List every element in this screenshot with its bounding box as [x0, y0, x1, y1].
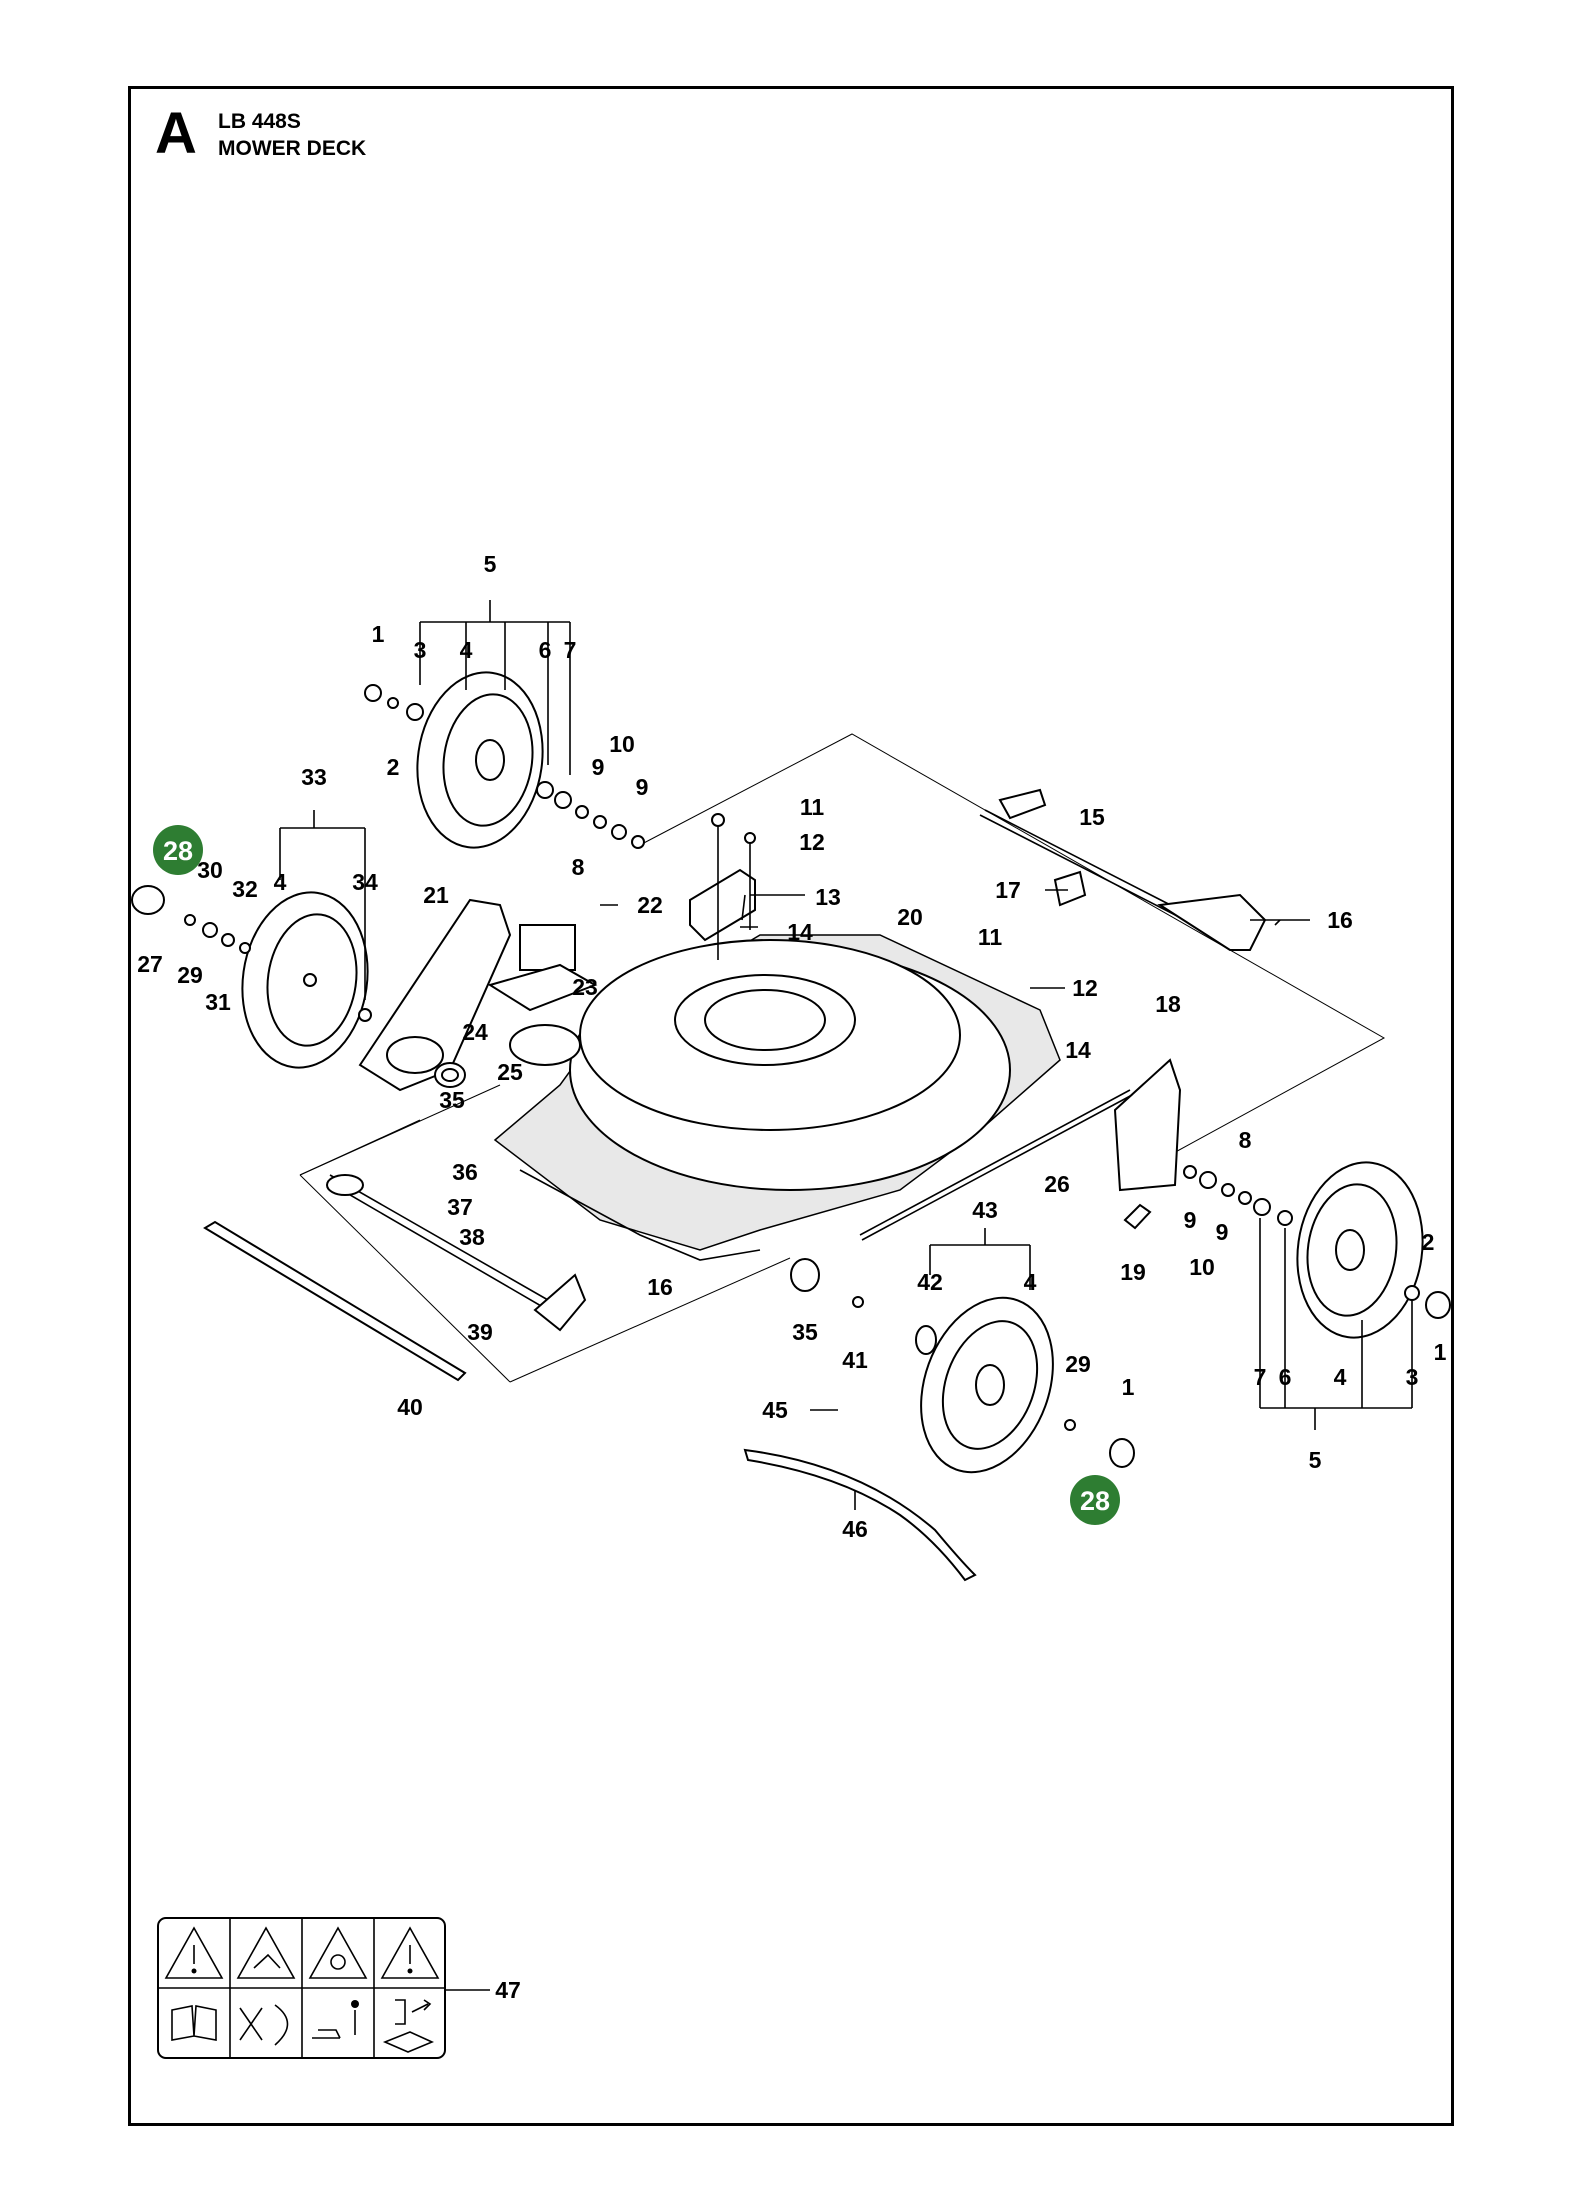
part-label: 12: [799, 829, 825, 855]
part-label: 8: [1239, 1127, 1252, 1153]
part-label: 24: [462, 1019, 488, 1045]
model-number: LB 448S: [218, 110, 301, 133]
keep-hands-away-icon: [239, 2004, 289, 2046]
part-label: 19: [1120, 1259, 1146, 1285]
warning-triangle-icon: [164, 1926, 224, 1979]
part-label: 9: [1184, 1207, 1197, 1233]
part-label: 14: [1065, 1037, 1091, 1063]
part-label: 21: [423, 882, 449, 908]
part-label: 16: [1327, 907, 1353, 933]
disconnect-spark-plug-icon: [382, 1999, 435, 2053]
part-label: 5: [484, 551, 497, 577]
part-label: 8: [572, 854, 585, 880]
part-label: 4: [1024, 1269, 1037, 1295]
mower-deck: [493, 934, 1061, 1261]
part-label: 9: [1216, 1219, 1229, 1245]
part-label: 32: [232, 876, 258, 902]
part-label: 29: [177, 962, 203, 988]
part-label: 37: [447, 1194, 473, 1220]
part-label: 6: [1279, 1364, 1292, 1390]
part-label: 5: [1309, 1447, 1322, 1473]
front-axle: [326, 1174, 587, 1332]
part-label: 31: [205, 989, 231, 1015]
part-label: 27: [137, 951, 163, 977]
part-label: 10: [1189, 1254, 1215, 1280]
warning-general-icon: [380, 1926, 440, 1979]
part-label: 41: [842, 1347, 868, 1373]
warning-decal: [157, 1917, 446, 2059]
part-labels: 5 1 3 4 6 7 2 10 9 9 8 11 12 13 14 15 17…: [137, 551, 1446, 2003]
part-label: 7: [564, 637, 577, 663]
part-label: 25: [497, 1059, 523, 1085]
badge-label: 28: [163, 836, 193, 866]
part-label: 2: [1422, 1229, 1435, 1255]
part-label: 4: [460, 637, 473, 663]
part-label: 4: [274, 869, 287, 895]
model-title: LB 448S MOWER DECK: [218, 108, 366, 163]
side-skirt: [743, 1448, 977, 1582]
warning-thrown-objects-icon: [236, 1926, 296, 1979]
bracket: [689, 813, 756, 960]
part-label: 14: [787, 919, 813, 945]
part-label: 43: [972, 1197, 998, 1223]
part-label: 26: [1044, 1171, 1070, 1197]
part-label: 4: [1334, 1364, 1347, 1390]
left-wheel: [131, 885, 372, 1069]
part-label: 9: [592, 754, 605, 780]
badge-28-left: 28: [153, 825, 203, 875]
part-label: 22: [637, 892, 663, 918]
part-label: 7: [1254, 1364, 1267, 1390]
drive-housing: [358, 898, 598, 1092]
badge-label: 28: [1080, 1486, 1110, 1516]
part-label: 1: [372, 621, 385, 647]
keep-bystanders-away-icon: [312, 2000, 359, 2039]
part-label: 15: [1079, 804, 1105, 830]
part-label: 16: [647, 1274, 673, 1300]
part-label: 13: [815, 884, 841, 910]
read-manual-icon: [171, 2005, 217, 2041]
part-label: 35: [792, 1319, 818, 1345]
part-label: 30: [197, 857, 223, 883]
part-label: 17: [995, 877, 1021, 903]
part-label: 18: [1155, 991, 1181, 1017]
front-wheel: [790, 1258, 1135, 1474]
part-label: 34: [352, 869, 378, 895]
part-label: 1: [1122, 1374, 1135, 1400]
warning-rotating-blade-icon: [308, 1926, 368, 1979]
part-label: 12: [1072, 975, 1098, 1001]
part-label: 9: [636, 774, 649, 800]
part-label: 3: [1406, 1364, 1419, 1390]
part-label: 33: [301, 764, 327, 790]
part-label: 46: [842, 1516, 868, 1542]
deflector-strip: [203, 1220, 467, 1382]
part-label: 11: [800, 794, 825, 820]
part-label: 39: [467, 1319, 493, 1345]
height-rod: [979, 788, 1267, 951]
badge-28-right: 28: [1070, 1475, 1120, 1525]
part-label: 47: [495, 1977, 521, 2003]
part-label: 10: [609, 731, 635, 757]
part-label: 35: [439, 1087, 465, 1113]
part-label: 20: [897, 904, 923, 930]
right-wheel: [1183, 1161, 1451, 1339]
part-label: 38: [459, 1224, 485, 1250]
section-letter: A: [155, 101, 197, 166]
part-label: 29: [1065, 1351, 1091, 1377]
part-label: 36: [452, 1159, 478, 1185]
rear-wheel-upper: [364, 671, 645, 849]
part-label: 40: [397, 1394, 423, 1420]
height-adjust-plate: [859, 1058, 1182, 1241]
part-label: 42: [917, 1269, 943, 1295]
part-label: 23: [572, 974, 598, 1000]
part-label: 45: [762, 1397, 788, 1423]
diagram-title: MOWER DECK: [218, 137, 367, 161]
part-label: 1: [1434, 1339, 1447, 1365]
part-label: 11: [978, 924, 1003, 950]
part-label: 3: [414, 637, 427, 663]
leader-lines: [279, 600, 1413, 1991]
page-frame: [128, 86, 1454, 2126]
part-label: 6: [539, 637, 552, 663]
part-label: 2: [387, 754, 400, 780]
